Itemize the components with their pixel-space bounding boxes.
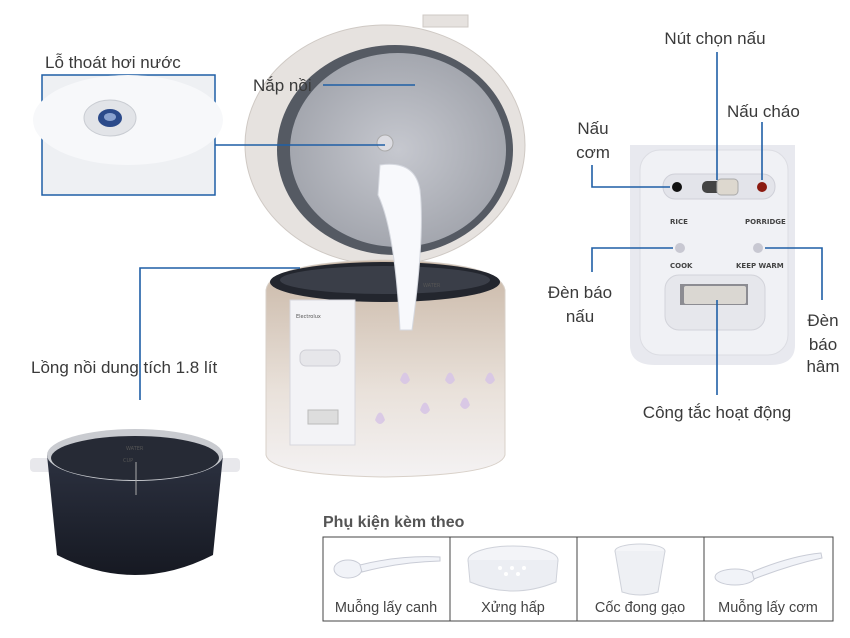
control-panel-closeup: RICE PORRIDGE COOK KEEP WARM <box>630 145 795 365</box>
label-mode-selector: Nút chọn nấu <box>664 29 765 48</box>
keep-warm-indicator-light <box>753 243 763 253</box>
porridge-led <box>757 182 767 192</box>
steamer-tray-icon <box>467 545 559 592</box>
measuring-cup-icon <box>614 543 666 596</box>
label-warm-light-line1: Đèn <box>807 311 838 330</box>
panel-label-rice: RICE <box>670 218 688 226</box>
label-warm-light-line2: báo <box>809 335 837 354</box>
mode-selector-switch[interactable] <box>716 178 739 196</box>
rice-led <box>672 182 682 192</box>
callout-lines <box>139 52 823 400</box>
rice-paddle-in-cooker <box>377 163 422 331</box>
rice-paddle-icon <box>714 552 823 586</box>
accessory-label-steamer: Xửng hấp <box>481 600 545 616</box>
accessories-title: Phụ kiện kèm theo <box>323 514 465 531</box>
label-power-switch: Công tắc hoạt động <box>643 403 791 422</box>
accessory-label-cup: Cốc đong gạo <box>595 600 685 616</box>
ladle-icon <box>333 556 441 579</box>
front-panel <box>289 299 356 446</box>
pot-water-marking: WATER <box>126 446 144 452</box>
lid-inner <box>290 53 506 247</box>
label-warm-light-line3: hâm <box>806 357 839 376</box>
label-rice-line2: cơm <box>576 143 610 162</box>
accessory-label-paddle: Muỗng lấy cơm <box>718 599 818 616</box>
label-cook-light-line1: Đèn báo <box>548 283 612 302</box>
label-inner-pot: Lồng nồi dung tích 1.8 lít <box>31 358 217 377</box>
brand-logo: Electrolux <box>296 314 321 320</box>
cook-indicator-light <box>675 243 685 253</box>
label-lid: Nắp nồi <box>253 76 312 95</box>
accessory-label-ladle: Muỗng lấy canh <box>335 599 437 616</box>
label-rice-line1: Nấu <box>577 119 608 138</box>
panel-label-cook: COOK <box>670 262 693 270</box>
power-switch[interactable] <box>684 286 746 304</box>
water-marking: WATER <box>423 283 441 289</box>
label-porridge: Nấu cháo <box>727 102 800 121</box>
panel-label-keep-warm: KEEP WARM <box>736 262 784 270</box>
panel-label-porridge: PORRIDGE <box>745 218 786 226</box>
inner-pot-illustration: WATER CUP <box>30 429 240 575</box>
pot-cup-marking: CUP <box>123 458 133 464</box>
label-cook-light-line2: nấu <box>566 307 594 326</box>
label-steam-vent: Lỗ thoát hơi nước <box>45 53 181 72</box>
accessories-section: Phụ kiện kèm theo Muỗng lấy canh Xửng hấ… <box>322 514 834 622</box>
steam-vent-inset <box>33 74 223 196</box>
